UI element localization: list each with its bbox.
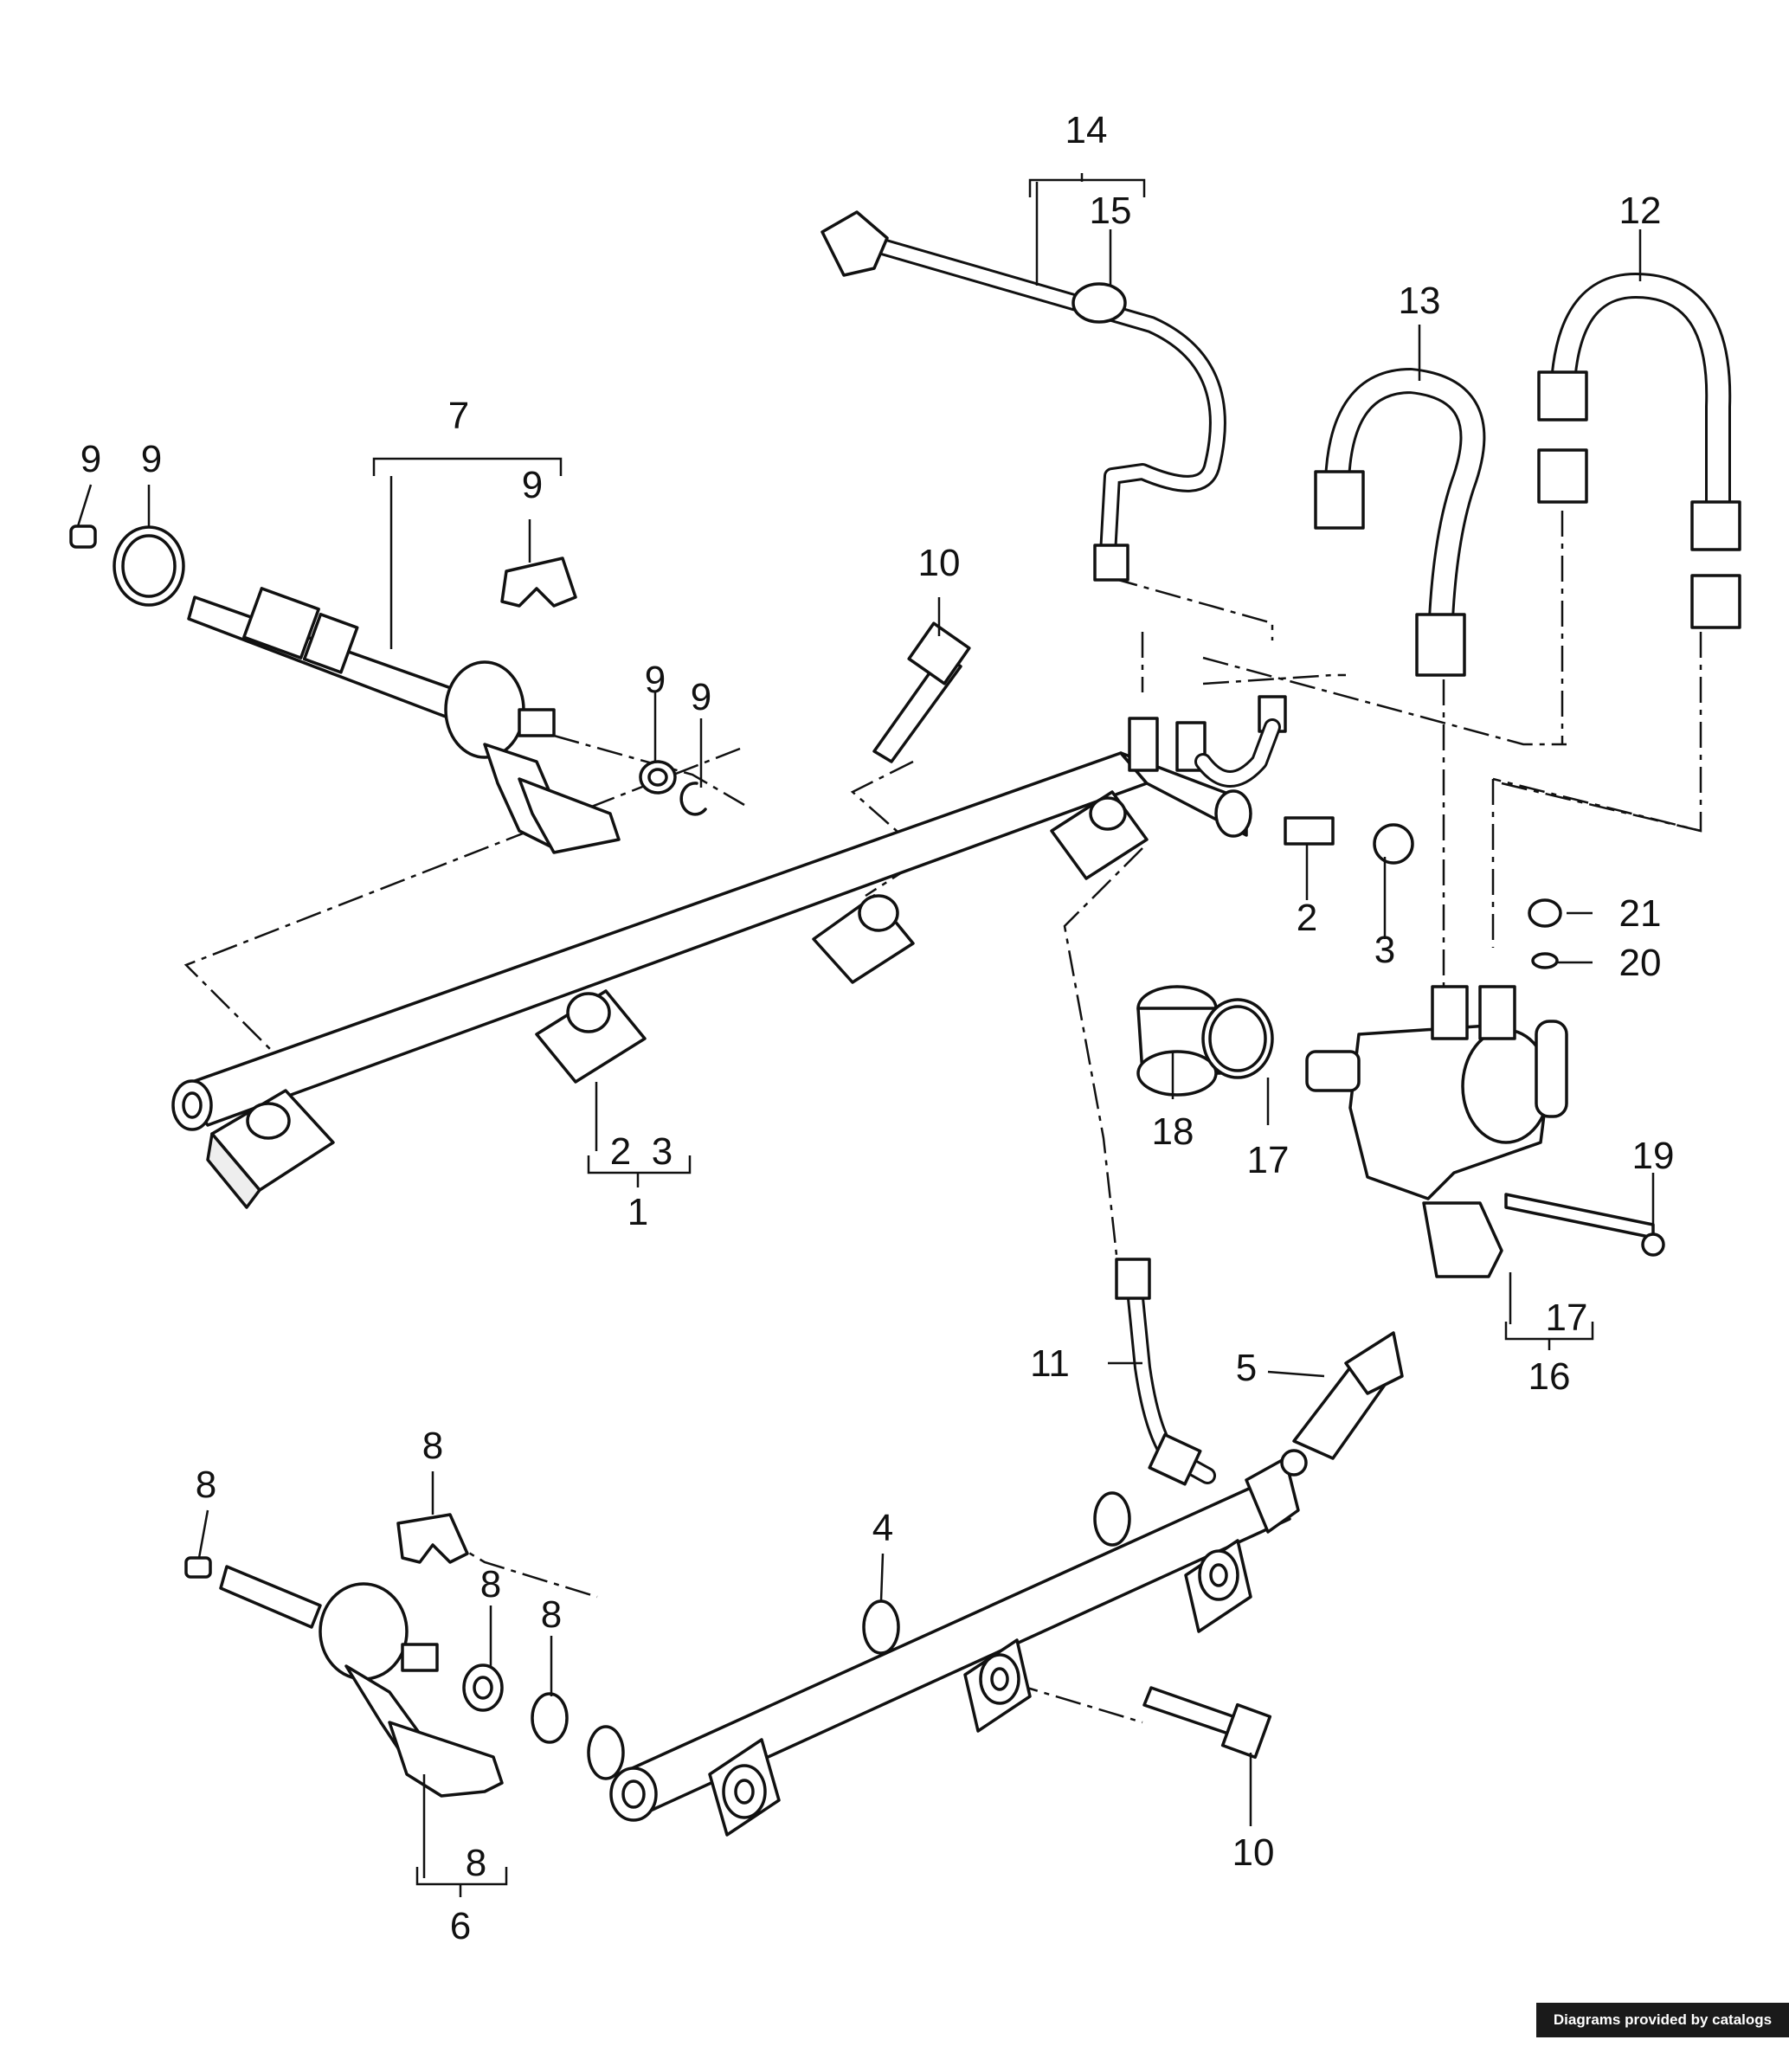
seals-clips — [69, 524, 707, 1744]
leaders — [76, 173, 1655, 1878]
callout-9c: 9 — [522, 464, 543, 506]
callout-5: 5 — [1236, 1347, 1257, 1389]
fuel-rail-upper — [171, 695, 1287, 1209]
brackets — [372, 178, 1594, 1897]
callout-7: 7 — [448, 395, 469, 437]
callout-13: 13 — [1399, 280, 1441, 322]
callout-9b: 9 — [141, 438, 162, 480]
callout-9e: 9 — [691, 676, 711, 718]
callout-9a: 9 — [80, 438, 101, 480]
callout-labels: 14 15 12 13 7 9 9 9 10 9 9 2 3 21 20 18 … — [80, 109, 1675, 1947]
small-parts — [1136, 816, 1562, 1097]
callout-16: 16 — [1528, 1355, 1571, 1398]
callout-14: 14 — [1065, 109, 1108, 151]
callout-19: 19 — [1632, 1135, 1675, 1177]
callout-8c: 8 — [480, 1563, 501, 1605]
callout-12: 12 — [1619, 190, 1662, 232]
fuel-rail-lower — [587, 1457, 1300, 1837]
callout-8b: 8 — [196, 1464, 216, 1506]
callout-15: 15 — [1090, 190, 1132, 232]
fuel-lines — [820, 210, 1741, 1486]
fuel-pump — [1305, 985, 1665, 1278]
callout-17b: 17 — [1546, 1297, 1588, 1339]
callout-2a: 2 — [1297, 897, 1317, 939]
callout-3a: 3 — [1374, 929, 1395, 971]
callout-2b: 2 — [610, 1130, 631, 1173]
bolts — [872, 621, 1272, 1760]
callout-6: 6 — [450, 1905, 471, 1947]
callout-1: 1 — [627, 1191, 648, 1233]
callout-17a: 17 — [1247, 1139, 1290, 1181]
callout-21: 21 — [1619, 892, 1662, 935]
injector-lower — [219, 1565, 504, 1798]
callout-11: 11 — [1030, 1342, 1070, 1385]
callout-8e: 8 — [466, 1842, 486, 1884]
callout-8a: 8 — [422, 1425, 443, 1467]
callout-18: 18 — [1152, 1110, 1194, 1153]
credit-badge: Diagrams provided by catalogs parts — [1536, 2003, 1789, 2062]
alignment-lines — [183, 511, 1702, 1724]
pressure-sensor — [1280, 1331, 1404, 1477]
callout-4: 4 — [872, 1507, 893, 1549]
callout-3b: 3 — [652, 1130, 672, 1173]
callout-10b: 10 — [1232, 1831, 1275, 1874]
callout-8d: 8 — [541, 1593, 562, 1636]
callout-10a: 10 — [918, 542, 961, 584]
callout-20: 20 — [1619, 942, 1662, 984]
callout-9d: 9 — [645, 659, 666, 701]
injector-upper — [187, 587, 621, 854]
